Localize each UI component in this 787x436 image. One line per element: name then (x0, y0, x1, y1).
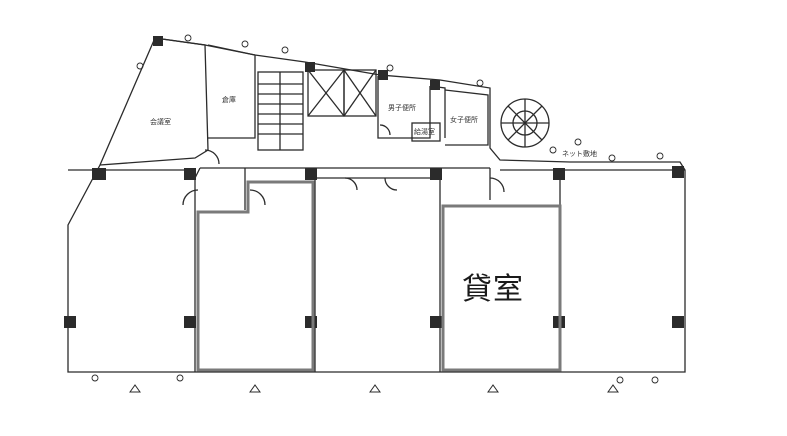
room-label-e: 女子便所 (450, 116, 478, 124)
fixture-symbols (91, 34, 664, 384)
toilet-rooms (377, 76, 431, 139)
room-label-b: 倉庫 (222, 96, 236, 104)
dimension-markers (129, 384, 619, 393)
upper-left-room (99, 37, 209, 166)
elevator-shafts (307, 69, 377, 117)
rental-room-2 (441, 204, 562, 372)
room-label-c: 男子便所 (388, 104, 416, 112)
structural-columns (64, 36, 684, 328)
staircase (257, 71, 304, 151)
rental-room-1 (196, 180, 315, 372)
tree-symbol (500, 98, 550, 148)
site-note-label: ネット敷地 (562, 150, 597, 158)
outer-wall (67, 37, 686, 373)
rental-room-highlights (196, 180, 562, 372)
room-label-d: 給湯室 (414, 128, 435, 136)
room-label-a: 会議室 (150, 118, 171, 126)
storage-room (207, 44, 256, 139)
rental-room-label: 貸室 (462, 272, 524, 307)
